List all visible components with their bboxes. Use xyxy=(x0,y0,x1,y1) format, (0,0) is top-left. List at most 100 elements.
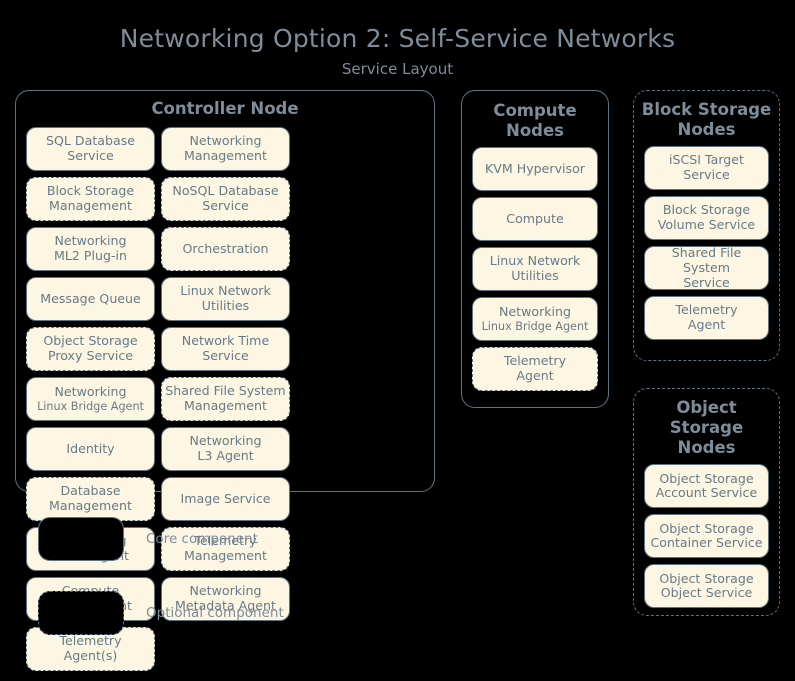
service-chip-line2: Service xyxy=(683,167,730,183)
node-group-heading: Block Storage Nodes xyxy=(641,100,772,140)
service-chip-line2: Linux Bridge Agent xyxy=(37,399,144,413)
service-chip-line2: Agent xyxy=(516,368,554,384)
service-chip-line2: Service xyxy=(67,148,114,164)
service-chip-line2: Management xyxy=(184,548,267,564)
service-chip-line1: Compute xyxy=(506,210,564,226)
service-chip-line2: Container Service xyxy=(650,535,763,551)
service-chip-line1: Telemetry xyxy=(675,302,738,318)
service-chip-line1: Database xyxy=(60,483,121,499)
service-chip-line1: Linux Network xyxy=(489,253,581,269)
service-chip-line2: Management xyxy=(49,498,132,514)
service-chip-line1: Shared File System xyxy=(165,383,286,399)
service-chip-line2: Management xyxy=(49,198,132,214)
service-chip-line1: Telemetry xyxy=(194,533,257,549)
service-chip-line1: Networking xyxy=(54,233,127,249)
service-chip-line2: Volume Service xyxy=(657,217,756,233)
service-chip-line2: L3 Agent xyxy=(197,448,254,464)
service-chip[interactable]: Orchestration xyxy=(161,227,290,272)
service-chip-line1: Block Storage xyxy=(662,202,751,218)
service-chip-line1: Orchestration xyxy=(182,240,269,256)
service-chip-line1: Object Storage xyxy=(659,570,754,586)
service-chip-line2: Proxy Service xyxy=(47,348,134,364)
service-chip-line1: Networking xyxy=(189,583,262,599)
legend-swatch-optional xyxy=(38,591,124,635)
service-chip-line2: Account Service xyxy=(655,485,758,501)
service-chip-line2: ML2 Plug-in xyxy=(54,248,127,264)
service-chip[interactable]: Image Service xyxy=(161,477,290,522)
service-chip-line1: iSCSI Target xyxy=(669,152,744,168)
service-chip-line2: Service xyxy=(202,348,249,364)
service-chip-line2: Metadata Agent xyxy=(175,598,276,614)
node-group-heading: Controller Node xyxy=(151,99,299,118)
service-chip-line1: Networking xyxy=(498,304,572,320)
service-chip-line1: SQL Database xyxy=(45,133,136,149)
page-subtitle: Service Layout xyxy=(341,60,454,78)
service-chip-line1: Shared File System xyxy=(671,244,742,275)
service-chip-line1: Networking xyxy=(189,133,262,149)
service-chip[interactable]: Message Queue xyxy=(26,277,155,322)
page-title: Networking Option 2: Self-Service Networ… xyxy=(119,24,676,53)
service-chip-line2: Service xyxy=(202,198,249,214)
legend-row-core: Core component xyxy=(38,516,284,562)
service-chip-line1: Linux Network xyxy=(180,283,271,299)
service-chip-line1: Telemetry xyxy=(503,353,567,369)
service-chip-line1: KVM Hypervisor xyxy=(485,160,585,176)
service-chip-line1: Object Storage xyxy=(659,470,754,486)
service-chip-line2: Utilities xyxy=(511,268,559,284)
service-chip[interactable]: Identity xyxy=(26,427,155,472)
service-chip[interactable]: KVM Hypervisor xyxy=(472,147,598,192)
service-chip-line1: Image Service xyxy=(180,490,271,506)
service-chip-line2: Object Service xyxy=(660,585,753,601)
node-group-heading: Compute Nodes xyxy=(493,101,577,141)
service-chip-line1: Block Storage xyxy=(46,183,135,199)
service-chip-line1: Networking xyxy=(189,433,262,449)
service-chip-line1: Object Storage xyxy=(43,333,138,349)
legend-label-core: Core component xyxy=(146,531,258,547)
service-chip-line1: Identity xyxy=(66,440,115,456)
service-chip-line1: Network Time xyxy=(181,333,270,349)
service-chip-line2: Service xyxy=(683,274,730,290)
legend-row-optional: Optional component xyxy=(38,590,284,636)
service-chip[interactable]: Compute xyxy=(472,197,598,242)
service-chip-line2: Agent xyxy=(687,317,726,333)
service-chip-line2: Utilities xyxy=(201,298,250,314)
service-chip-line1: Object Storage xyxy=(659,520,754,536)
service-chip-line1: Message Queue xyxy=(40,290,141,306)
service-chip-line2: Management xyxy=(184,398,267,414)
service-chip-line2: Management xyxy=(184,148,267,164)
service-chip-line2: Linux Bridge Agent xyxy=(481,320,589,334)
node-group-heading: Object Storage Nodes xyxy=(669,398,744,458)
legend: Core component Optional component xyxy=(38,516,284,664)
service-chip-line1: NoSQL Database xyxy=(172,183,279,199)
